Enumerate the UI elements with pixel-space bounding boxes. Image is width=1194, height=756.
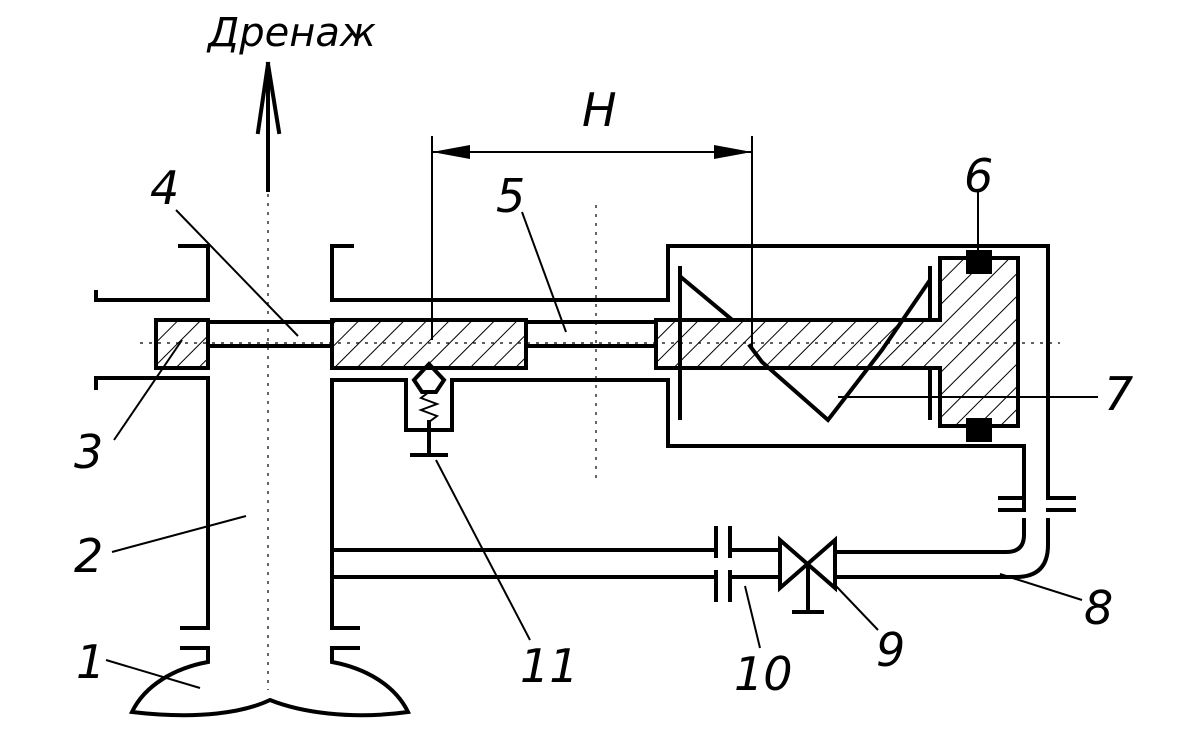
dimension-h [431,136,753,350]
part-piston-right [654,256,1020,428]
seal-6-bottom [966,418,992,442]
rod-4-5 [206,320,658,348]
label-10: 10 [734,647,793,701]
valve-9 [778,535,837,614]
drain-arrow [255,61,282,192]
label-8: 8 [1084,581,1113,635]
label-4: 4 [150,161,179,215]
label-drain: Дренаж [206,10,376,56]
check-valve-11 [404,361,454,457]
left-housing [94,244,210,390]
seal-6-top [966,250,992,274]
label-3: 3 [74,425,103,479]
label-7: 7 [1104,367,1133,421]
pipe-8 [834,496,1076,579]
part-piston-left [330,318,528,370]
label-dimension-h: H [582,83,617,137]
vessel-body-1-2 [128,378,411,718]
central-housing [330,244,1050,579]
flange-10 [714,526,782,602]
leader-lines [105,192,1098,689]
label-6: 6 [964,149,993,203]
part-3-sleeve [154,318,210,370]
bellows-7 [678,266,932,423]
label-9: 9 [876,623,905,677]
label-11: 11 [520,639,579,693]
label-1: 1 [76,635,105,689]
centerlines [140,140,1060,690]
label-2: 2 [74,529,103,583]
label-5: 5 [496,169,525,223]
